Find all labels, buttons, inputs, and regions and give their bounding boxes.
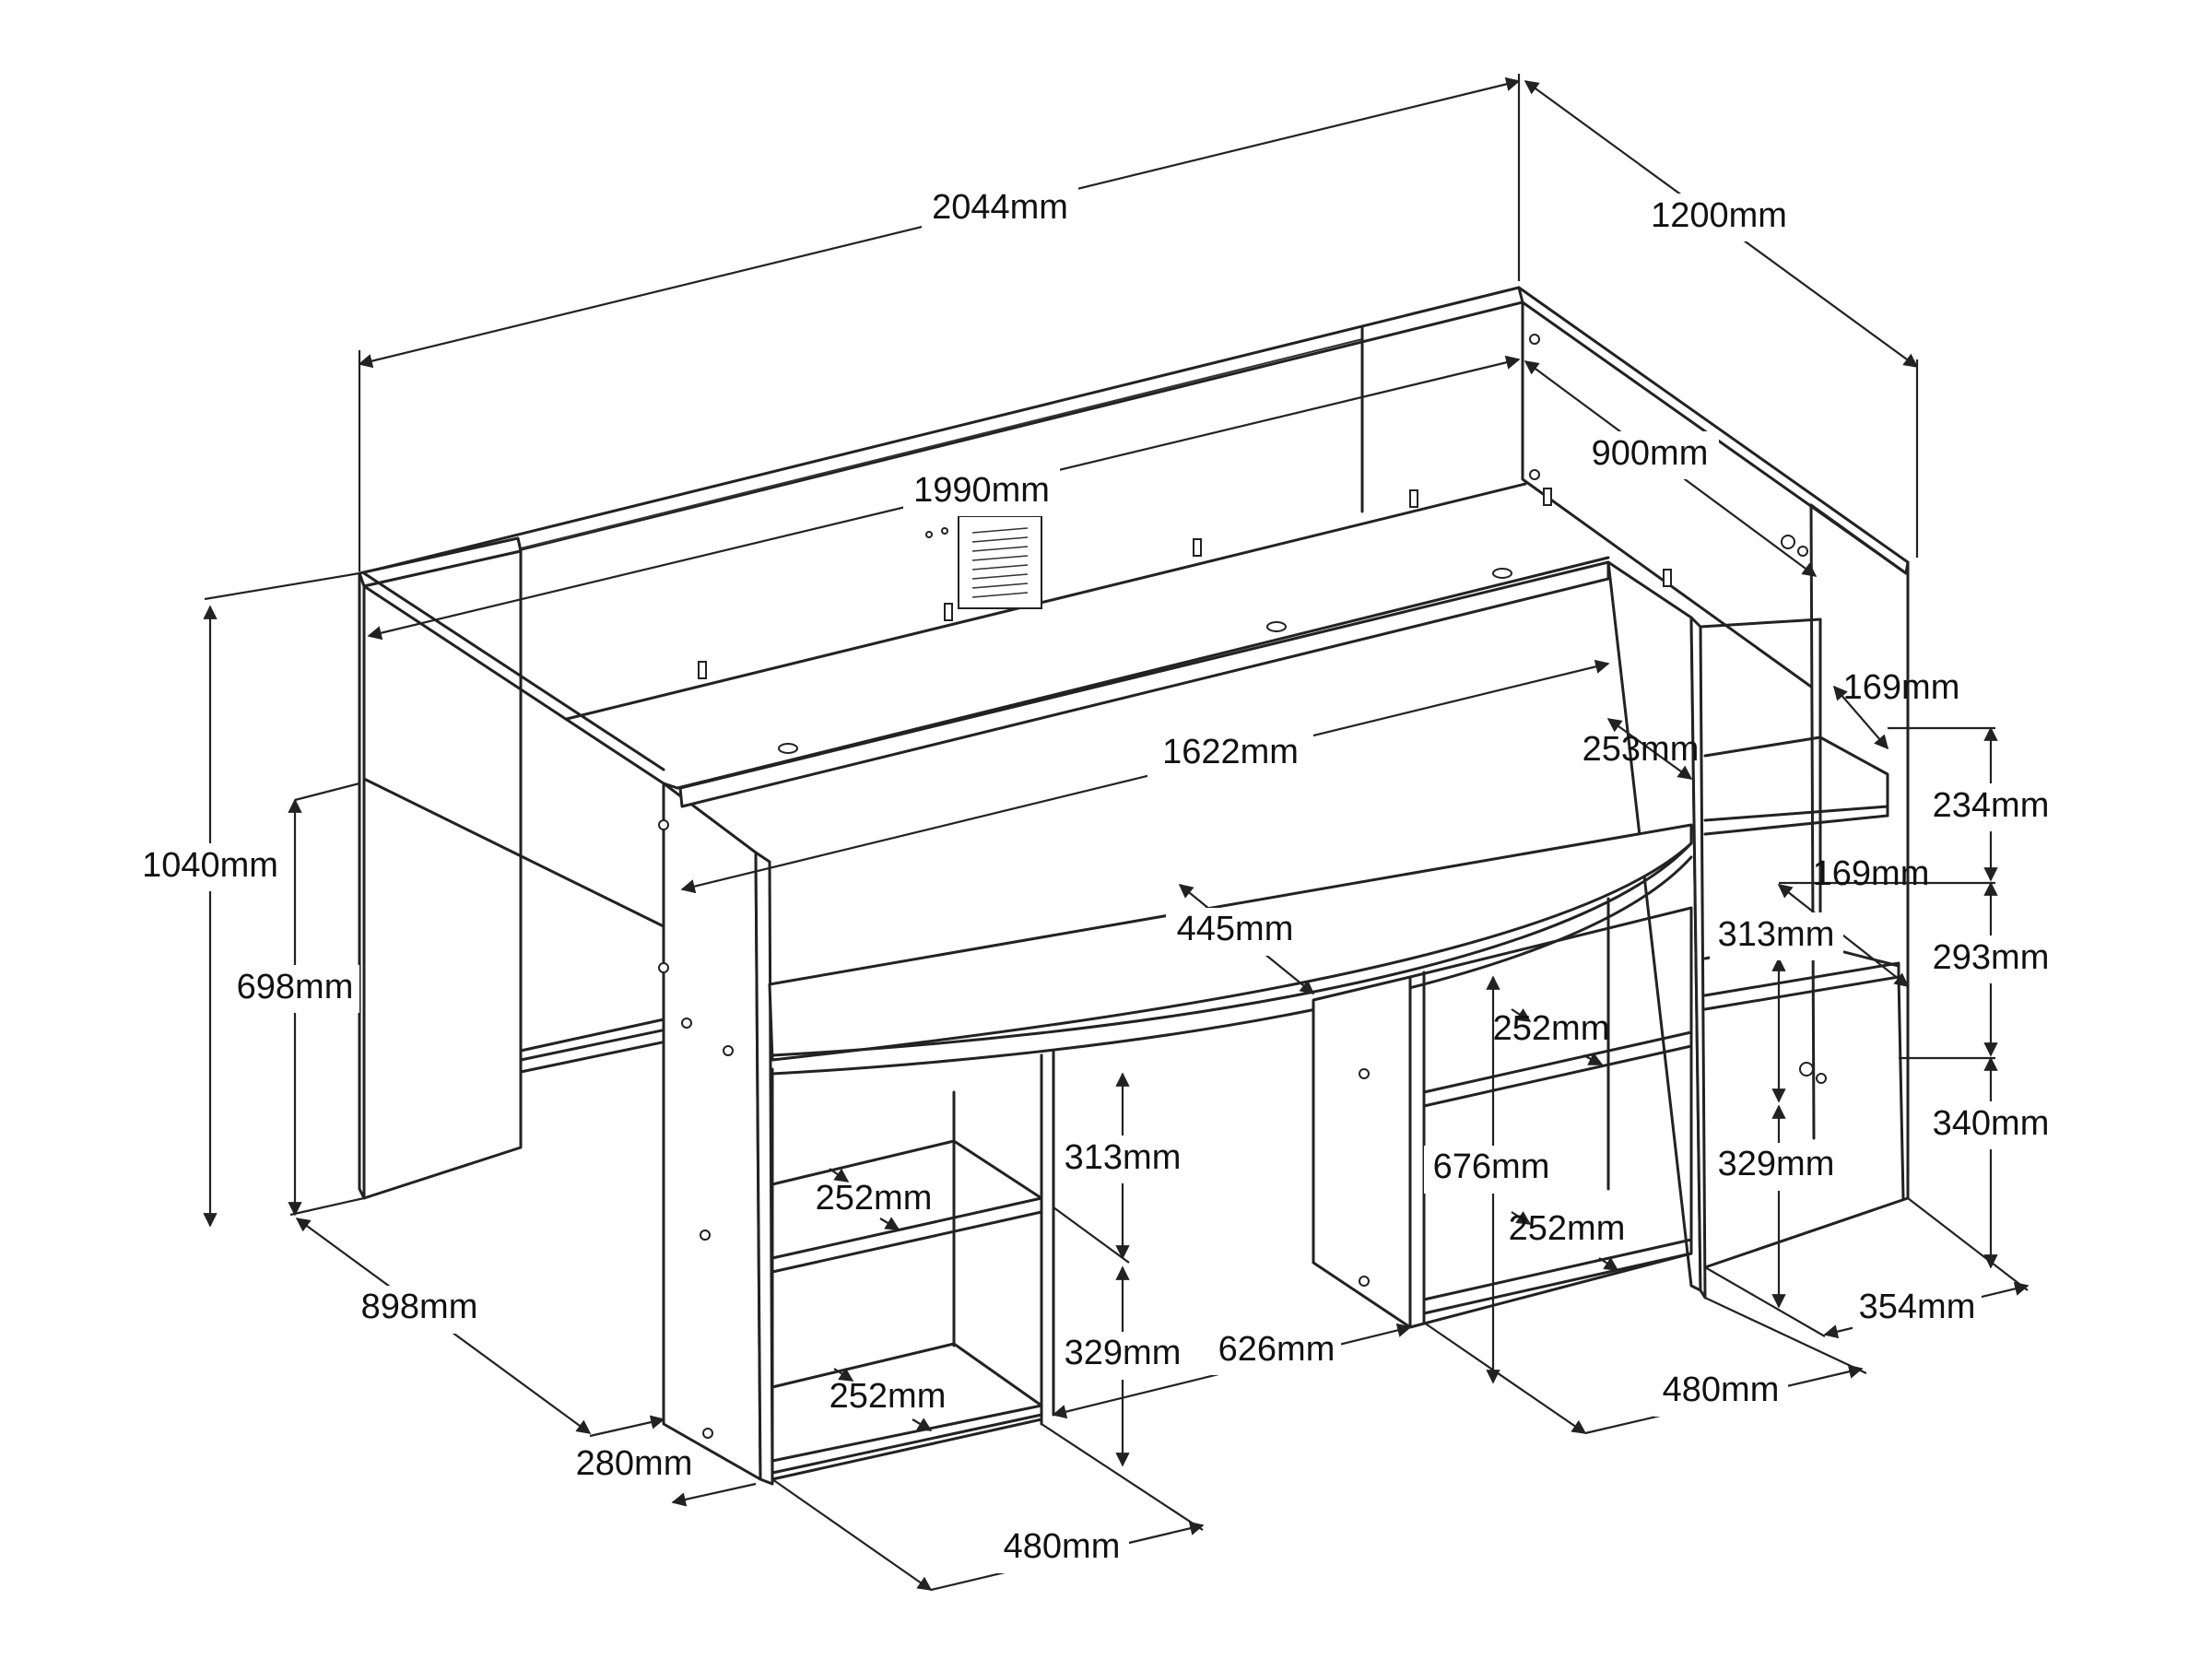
label-center-shelf-upper-depth: 252mm	[1493, 1009, 1610, 1048]
label-bed-end-depth: 898mm	[361, 1288, 478, 1326]
step-1	[1703, 735, 1889, 818]
label-inner-length: 1990mm	[913, 471, 1050, 510]
label-total-length: 2044mm	[932, 188, 1068, 227]
label-under-bed-height: 698mm	[237, 968, 354, 1006]
step-1-front	[1703, 805, 1889, 836]
step-bottom	[1703, 1196, 1910, 1269]
center-unit-side	[1312, 975, 1412, 1329]
center-unit-box	[1408, 906, 1693, 1329]
label-desk-length: 1622mm	[1162, 733, 1299, 771]
desk-side-upper	[1606, 560, 1702, 1292]
head-panel-inner	[1521, 300, 1813, 688]
step-2-front	[1703, 961, 1900, 1011]
desk-back-board	[678, 560, 1610, 808]
label-step-lower-height: 329mm	[1718, 1145, 1835, 1183]
center-shelf-upper	[1422, 1030, 1693, 1108]
desk-top-lower-edge	[771, 855, 1693, 1076]
label-inner-depth: 900mm	[1592, 434, 1709, 473]
head-panel-top	[1517, 286, 1910, 575]
foot-upper-band	[362, 777, 675, 933]
label-total-depth: 1200mm	[1651, 196, 1787, 235]
label-center-shelf-lower-depth: 252mm	[1509, 1209, 1626, 1248]
head-panel-right	[1809, 503, 1910, 1200]
label-desk-depth: 445mm	[1177, 910, 1294, 948]
label-desk-clearance-width: 626mm	[1218, 1330, 1335, 1369]
center-shelf-lower	[1422, 1238, 1693, 1315]
label-step-bottom-height: 340mm	[1933, 1104, 2050, 1143]
label-step-top-depth: 169mm	[1843, 668, 1960, 707]
foot-end-face	[362, 549, 523, 1200]
mattress-base-back	[565, 482, 1527, 721]
label-center-unit-height: 676mm	[1433, 1147, 1550, 1186]
label-end-panel-width: 280mm	[576, 1444, 693, 1483]
dimension-labels: 2044mm 1200mm 1990mm 900mm 1622mm 445mm …	[136, 184, 2060, 1573]
label-left-unit-width: 480mm	[1004, 1527, 1121, 1566]
desk-end-panel	[662, 782, 762, 1481]
label-desk-side-depth: 253mm	[1583, 730, 1700, 769]
label-left-shelf-upper-height: 313mm	[1065, 1138, 1182, 1177]
label-left-shelf-lower-depth: 252mm	[830, 1377, 947, 1416]
label-left-shelf-upper-depth: 252mm	[816, 1179, 933, 1218]
label-step-shelf-height: 313mm	[1718, 915, 1835, 954]
left-shelf-lower	[771, 1404, 1043, 1475]
label-step-mid-height: 293mm	[1933, 938, 2050, 977]
label-left-shelf-lower-height: 329mm	[1065, 1334, 1182, 1372]
label-step-top-height: 234mm	[1933, 786, 2050, 825]
left-shelf-upper	[771, 1196, 1043, 1274]
ventilation-grill	[958, 515, 1042, 609]
label-step-mid-depth: 169mm	[1813, 854, 1930, 893]
back-rail-inner	[520, 338, 1363, 549]
back-rail	[359, 286, 1524, 590]
head-panel-front	[1809, 503, 1908, 575]
step-top	[1699, 618, 1822, 638]
foot-lower-band	[519, 1017, 670, 1053]
label-center-unit-width: 480mm	[1663, 1371, 1780, 1409]
label-step-unit-width: 354mm	[1859, 1288, 1976, 1326]
step-right-post	[1897, 975, 1905, 1200]
label-total-height: 1040mm	[142, 846, 278, 885]
